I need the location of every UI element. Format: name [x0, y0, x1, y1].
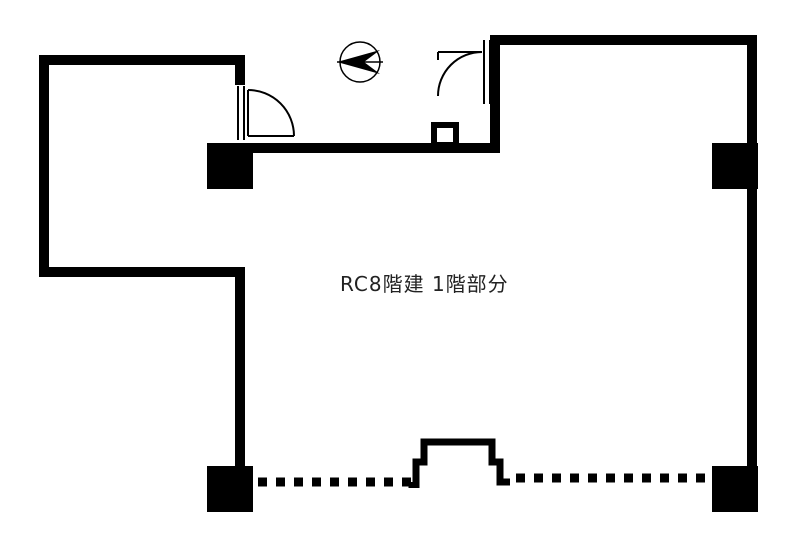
wall-top-right — [490, 35, 757, 475]
door-left — [237, 86, 295, 140]
column-bottom-right — [712, 466, 758, 512]
column-bottom-left — [207, 466, 253, 512]
front-glazing — [258, 473, 708, 487]
entry-step — [431, 122, 459, 148]
walls — [39, 35, 757, 475]
column-top-right — [712, 143, 758, 189]
north-arrow-icon — [337, 41, 383, 83]
wall-left-room — [39, 55, 245, 475]
floor-plan-label: RC8階建 1階部分 — [340, 272, 509, 296]
column-top-left — [207, 143, 253, 189]
front-entrance — [408, 438, 510, 488]
wall-top-middle — [240, 113, 500, 153]
door-right — [437, 40, 491, 104]
columns — [207, 143, 758, 512]
